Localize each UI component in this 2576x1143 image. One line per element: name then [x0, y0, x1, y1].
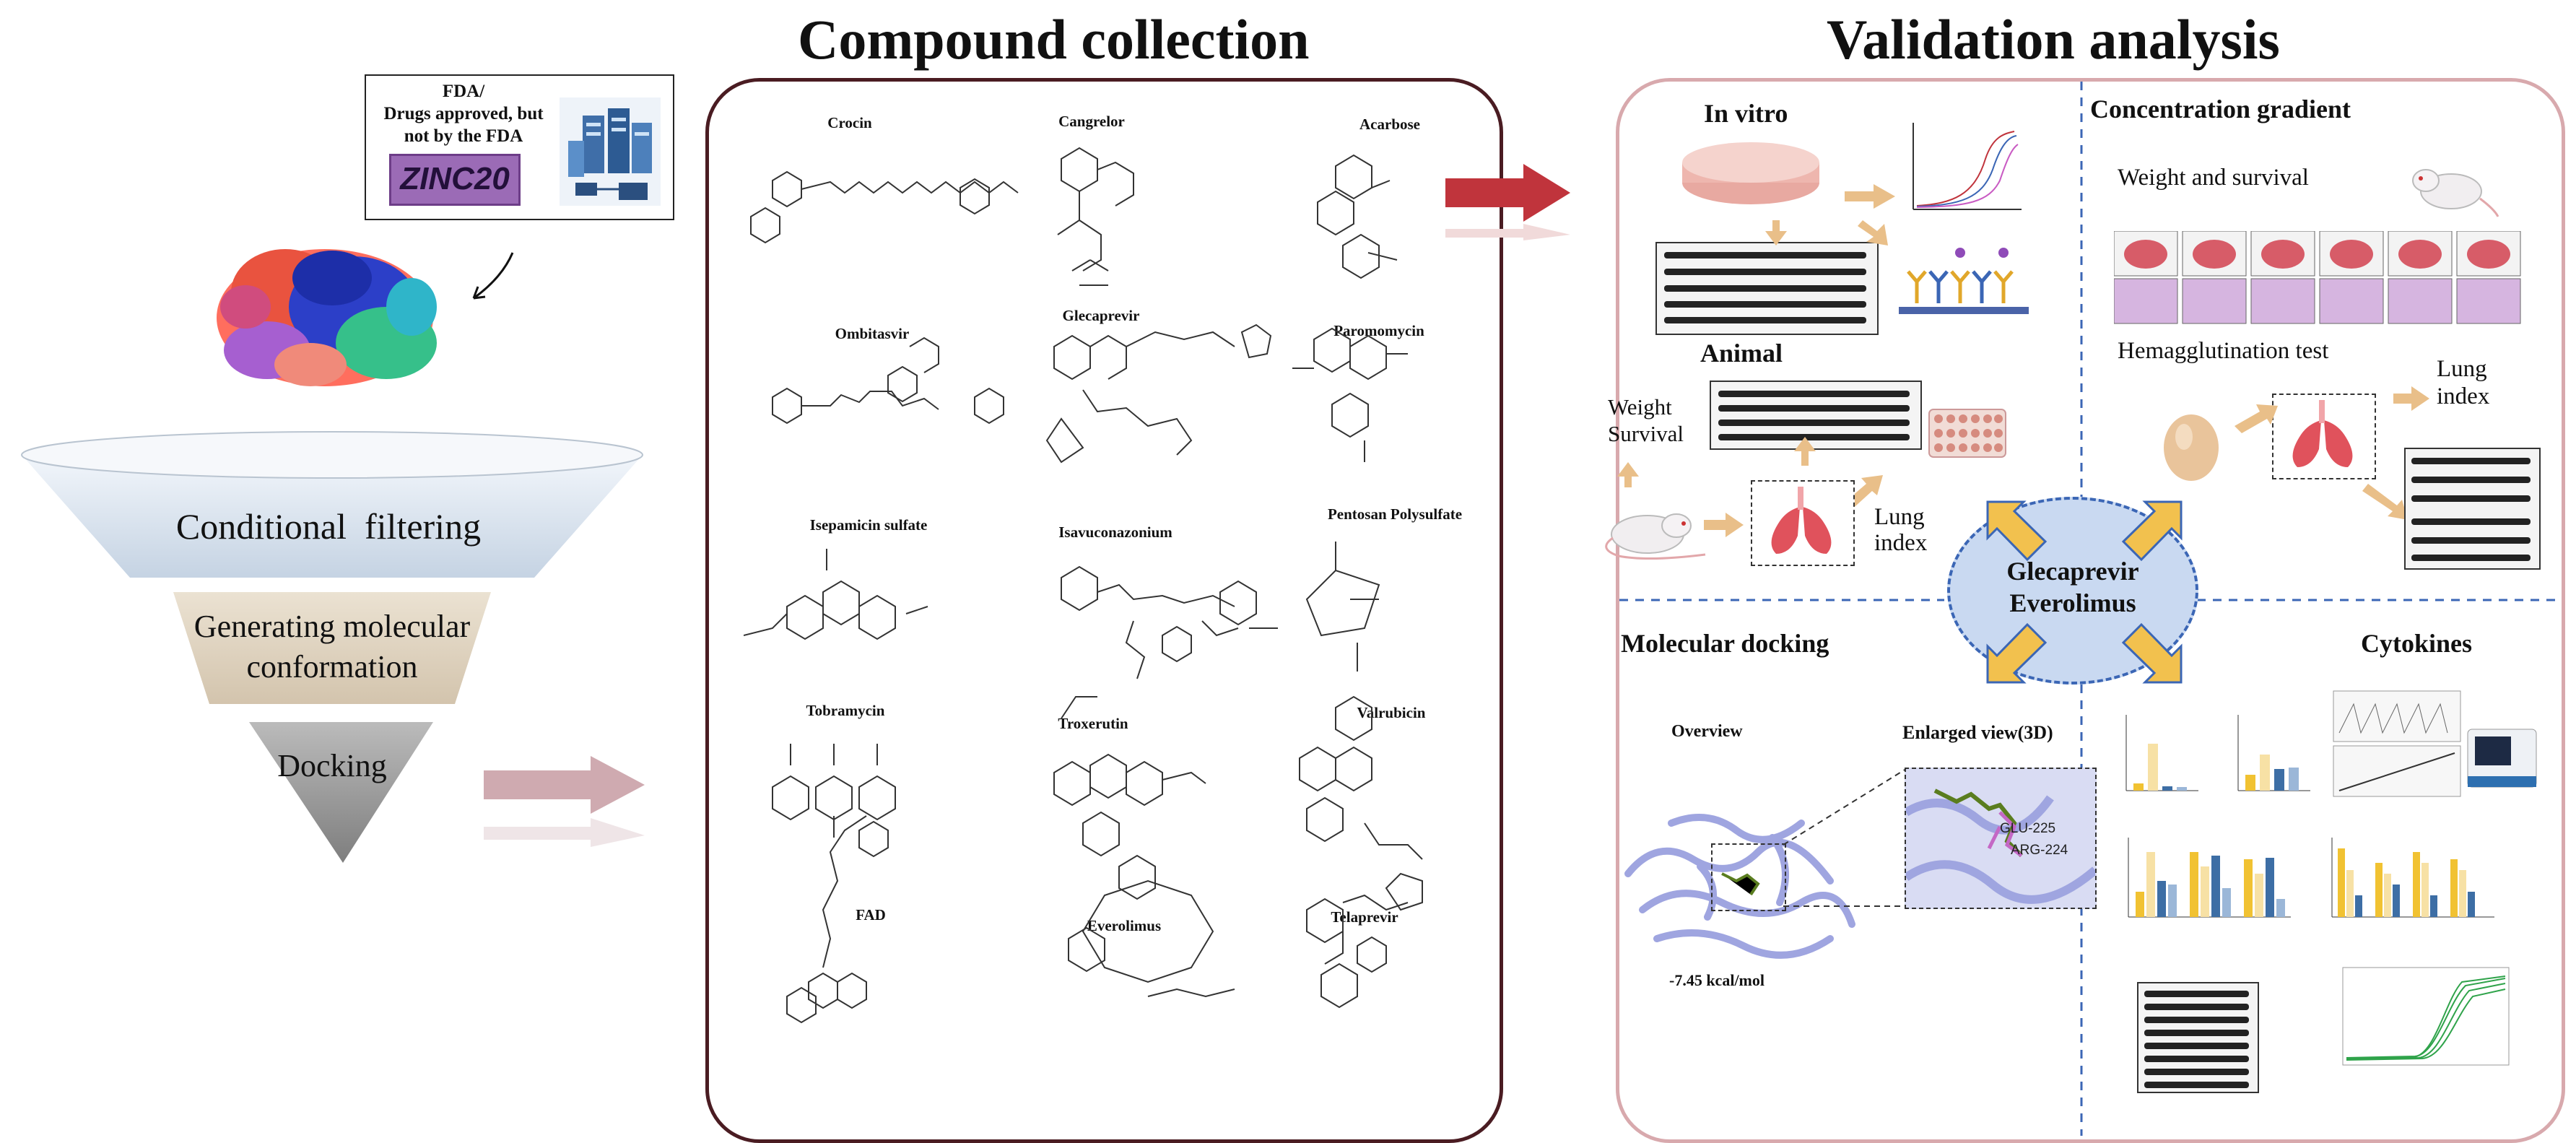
- concentration-lung-icon: [2292, 400, 2353, 467]
- zinc20-badge: ZINC20: [389, 154, 521, 206]
- concentration-gradient-heading: Concentration gradient: [2090, 95, 2351, 123]
- server-icon: [560, 97, 661, 206]
- lung-tissue-grid: [2114, 231, 2521, 324]
- compound-name-isavuconazonium: Isavuconazonium: [1058, 523, 1172, 541]
- overview-selection-box: [1711, 843, 1786, 911]
- funnel-stage-generating-conformation: Generating molecular conformation: [144, 607, 520, 687]
- in-vitro-heading: In vitro: [1704, 99, 1788, 128]
- compound-name-troxerutin: Troxerutin: [1058, 715, 1128, 732]
- lung-label-right: Lung: [2437, 356, 2487, 382]
- funnel-stage2-line1: Generating molecular: [193, 609, 471, 644]
- concentration-western-blot: [2404, 448, 2541, 570]
- mouse-icon-right: [2412, 169, 2499, 217]
- pink-arrow-right-icon: [484, 756, 645, 847]
- elisa-schematic-image: [1899, 248, 2029, 314]
- enlarged-view-label: Enlarged view(3D): [1902, 722, 2053, 743]
- funnel-stage-conditional-filtering: Conditional filtering: [175, 506, 482, 547]
- compound-name-acarbose: Acarbose: [1359, 116, 1420, 133]
- compound-name-isepamicin-sulfate: Isepamicin sulfate: [809, 516, 928, 534]
- compound-structures-drawing: [744, 147, 1423, 1024]
- in-vitro-flow-arrows: [1765, 184, 1895, 245]
- weight-label: Weight: [1608, 394, 1672, 420]
- animal-heading: Animal: [1700, 339, 1783, 368]
- mouse-icon: [1605, 513, 1706, 560]
- binding-energy-label: -7.45 kcal/mol: [1669, 971, 1765, 989]
- funnel-stage-docking: Docking: [277, 748, 387, 783]
- weight-survival-label: Weight Survival: [1608, 394, 1684, 447]
- yellow-arrow-bottom-right: [2121, 622, 2183, 684]
- database-label-line2: Drugs approved, but: [383, 104, 544, 123]
- compound-name-cangrelor: Cangrelor: [1058, 113, 1125, 130]
- lung-label-left: Lung: [1874, 504, 1925, 530]
- compound-name-glecaprevir: Glecaprevir: [1062, 307, 1140, 324]
- protein-surface-image: [217, 249, 437, 386]
- yellow-arrow-top-right: [2121, 500, 2183, 562]
- compound-name-crocin: Crocin: [827, 114, 872, 131]
- index-label-left: index: [1874, 530, 1928, 556]
- compound-name-pentosan-polysulfate: Pentosan Polysulfate: [1327, 505, 1463, 523]
- red-arrow-right-icon: [1445, 164, 1570, 240]
- pcr-machine-icon: [2467, 729, 2537, 788]
- petri-dish-image: [1682, 142, 1819, 204]
- compound-name-paromomycin: Paromomycin: [1333, 322, 1424, 339]
- weight-and-survival-label: Weight and survival: [2118, 165, 2309, 191]
- lung-index-label-left: Lung index: [1874, 504, 1927, 556]
- compound-name-valrubicin: Valrubicin: [1357, 704, 1426, 721]
- inhibition-curve-chart: [1913, 123, 2022, 210]
- cytokines-heading: Cytokines: [2361, 629, 2473, 658]
- curved-arrow-icon: [472, 252, 514, 300]
- well-plate-image: [1928, 409, 2006, 458]
- enlarged-view-box: GLU-225 ARG-224: [1905, 768, 2097, 909]
- cytokine-western-blot: [2137, 982, 2259, 1093]
- enlarged-view-structure: [1906, 788, 2095, 904]
- survival-label: Survival: [1608, 421, 1684, 446]
- concentration-flow-arrows: [2235, 386, 2429, 520]
- hemagglutination-test-label: Hemagglutination test: [2118, 338, 2329, 364]
- residue-arg224-label: ARG-224: [2011, 843, 2068, 858]
- lung-index-label-right: Lung index: [2437, 355, 2489, 410]
- funnel-graphic: [21, 431, 643, 863]
- animal-western-blot: [1710, 381, 1922, 450]
- qpcr-curve-image: [2333, 690, 2461, 797]
- center-glecaprevir: Glecaprevir: [2006, 557, 2139, 586]
- cytokine-expression-chart: [2331, 838, 2494, 918]
- molecular-docking-heading: Molecular docking: [1621, 629, 1829, 658]
- index-label-right: index: [2437, 383, 2490, 409]
- yellow-arrow-bottom-left: [1986, 622, 2048, 684]
- compound-name-everolimus: Everolimus: [1087, 917, 1162, 934]
- database-label: FDA/ Drugs approved, but not by the FDA: [373, 80, 554, 147]
- compound-name-fad: FAD: [856, 906, 886, 923]
- funnel-stage2-line2: conformation: [246, 649, 418, 685]
- overview-label: Overview: [1671, 722, 1743, 741]
- cytokine-bar-chart-2: [2237, 715, 2310, 791]
- quadrant-dividers: [1619, 82, 2558, 1136]
- compound-name-telaprevir: Telaprevir: [1331, 908, 1398, 926]
- compound-collection-title: Compound collection: [798, 8, 1310, 71]
- protein-expression-chart: [2128, 838, 2291, 918]
- zoom-lines: [1783, 768, 1906, 907]
- in-vitro-western-blot: [1655, 242, 1879, 335]
- validation-analysis-title: Validation analysis: [1827, 8, 2280, 71]
- center-everolimus: Everolimus: [2009, 588, 2136, 617]
- compound-name-tobramycin: Tobramycin: [806, 702, 885, 719]
- residue-glu225-label: GLU-225: [2000, 821, 2056, 836]
- amplification-curve-chart: [2342, 967, 2510, 1066]
- animal-lung-icon: [1771, 487, 1832, 554]
- database-box: FDA/ Drugs approved, but not by the FDA …: [365, 74, 674, 220]
- yellow-arrow-top-left: [1986, 500, 2048, 562]
- compound-name-ombitasvir: Ombitasvir: [835, 325, 910, 342]
- egg-icon: [2164, 414, 2219, 481]
- database-label-line1: FDA/: [442, 82, 485, 101]
- database-label-line3: not by the FDA: [404, 126, 523, 146]
- cytokine-bar-chart-1: [2125, 715, 2198, 791]
